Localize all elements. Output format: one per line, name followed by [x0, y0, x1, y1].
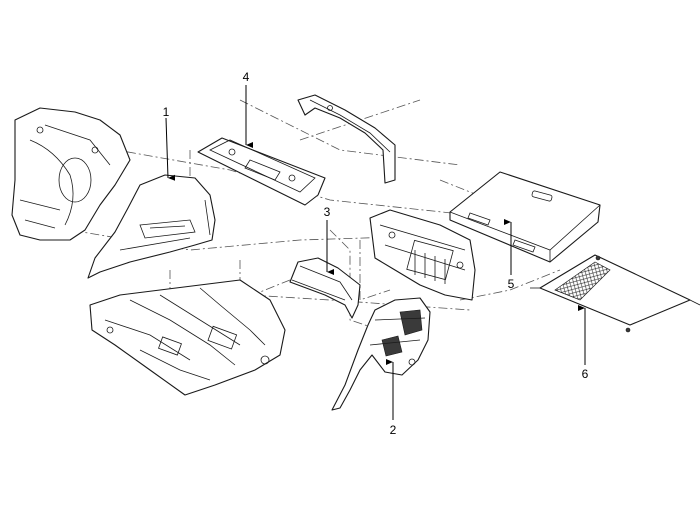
rear-floor-pan [89, 279, 286, 396]
callout-5: 5 [508, 277, 515, 291]
trunk-front-trim-part-3 [289, 257, 361, 319]
luggage-board-part-5 [449, 171, 601, 263]
left-quarter-inner-panel [11, 107, 131, 241]
callout-6: 6 [582, 367, 589, 381]
luggage-side-trim-part-1 [87, 174, 216, 279]
callout-leaders [165, 85, 586, 420]
rear-package-tray-part-4 [197, 137, 326, 206]
luggage-side-box-part-2 [331, 297, 431, 411]
trunk-back-panel [369, 209, 476, 301]
rear-shelf-frame [297, 94, 396, 184]
callout-3: 3 [324, 205, 331, 219]
callout-2: 2 [390, 423, 397, 437]
callout-1: 1 [163, 105, 170, 119]
callout-4: 4 [243, 70, 250, 84]
luggage-net-part-6 [530, 254, 700, 333]
